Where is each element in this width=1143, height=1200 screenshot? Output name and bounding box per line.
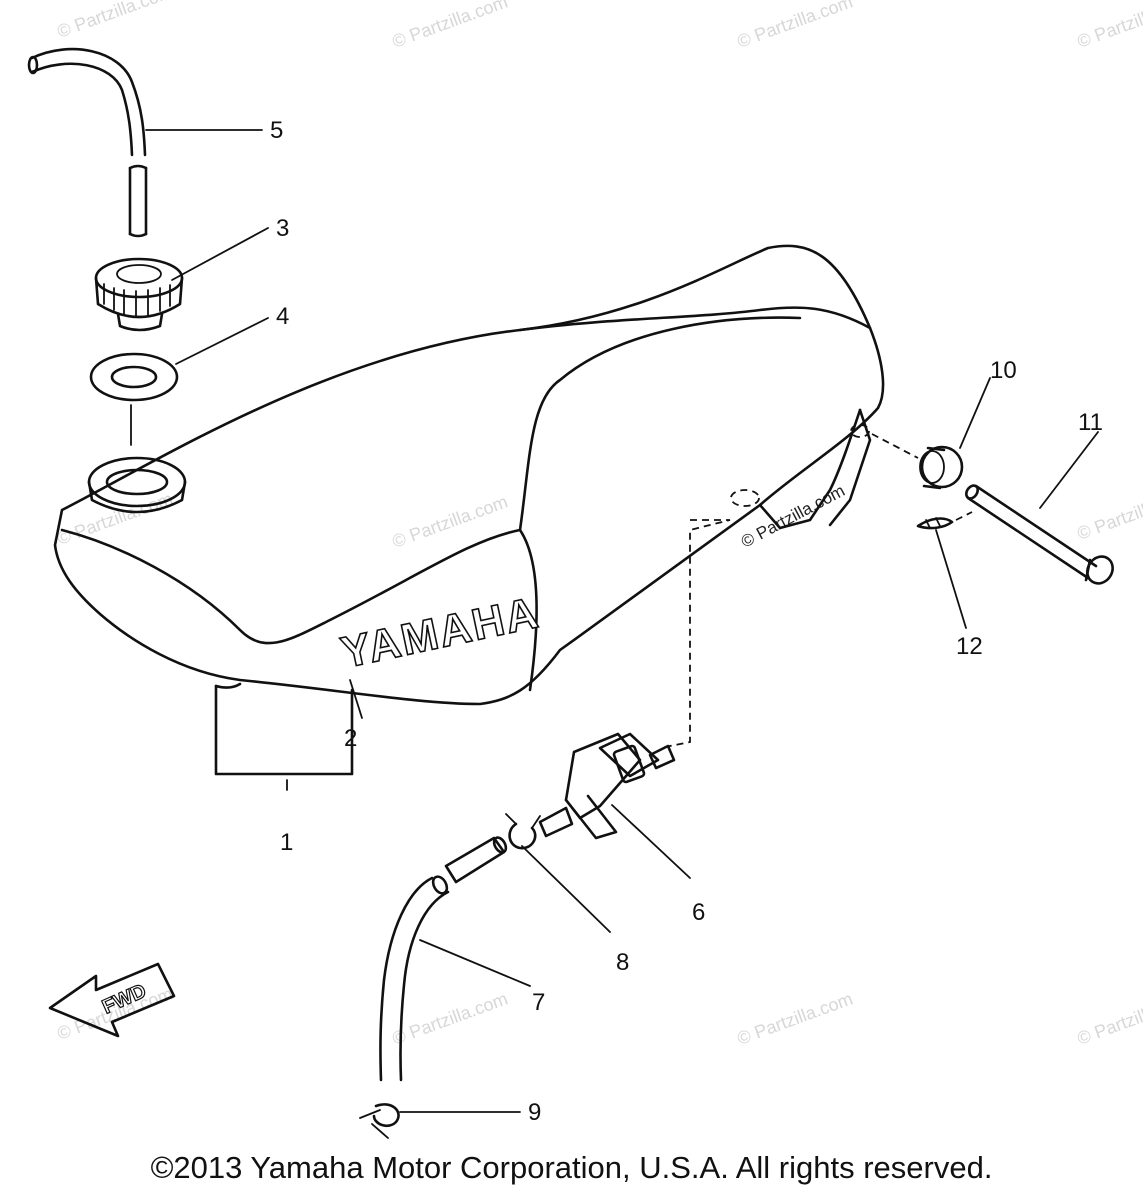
watermark: © Partzilla.com: [1075, 988, 1143, 1048]
callout-4: 4: [276, 303, 289, 330]
watermark: © Partzilla.com: [1075, 0, 1143, 52]
pin-assembly-line: [955, 511, 973, 521]
callout-2: 2: [344, 725, 357, 752]
copyright-notice: ©2013 Yamaha Motor Corporation, U.S.A. A…: [150, 1150, 993, 1185]
watermark: © Partzilla.com: [390, 988, 511, 1048]
callout-8: 8: [616, 949, 629, 976]
watermark: © Partzilla.com: [390, 0, 511, 52]
mounting-bolt: [964, 484, 1114, 585]
fuel-tank-cap: [94, 257, 184, 332]
watermark: © Partzilla.com: [735, 988, 856, 1048]
callout-12: 12: [956, 633, 983, 660]
watermark: © Partzilla.com: [55, 0, 176, 42]
watermark: © Partzilla.com: [735, 0, 856, 52]
petcock-assembly-line: [659, 519, 731, 749]
watermark: © Partzilla.com: [390, 491, 511, 551]
fuel-hose: [379, 836, 508, 1082]
callout-5: 5: [270, 117, 283, 144]
callout-3: 3: [276, 215, 289, 242]
watermark: © Partzilla.com: [1075, 483, 1143, 543]
fuel-cock: [538, 732, 676, 840]
damper: [919, 445, 964, 490]
callout-1: 1: [280, 829, 293, 856]
hose-clip: [505, 813, 541, 850]
damper-assembly-line: [871, 433, 919, 459]
callout-7: 7: [532, 989, 545, 1016]
watermark: © Partzilla.com: [55, 488, 176, 548]
watermark-layer: © Partzilla.com © Partzilla.com © Partzi…: [55, 0, 1143, 1049]
cotter-pin: [916, 517, 954, 530]
callout-10: 10: [990, 357, 1017, 384]
breather-hose: [27, 47, 148, 238]
callout-6: 6: [692, 899, 705, 926]
callout-11: 11: [1078, 409, 1103, 436]
petcock-mount-hole: [730, 489, 760, 507]
fuel-tank: [53, 244, 885, 776]
cap-gasket: [89, 352, 179, 402]
tank-mount-hole: [850, 424, 870, 438]
leader-lines: [145, 129, 1099, 1113]
hose-clip-lower: [359, 1103, 400, 1139]
callout-labels: 1 2 3 4 5 6 7 8 9 10 11 12: [270, 117, 1103, 1126]
callout-9: 9: [528, 1099, 541, 1126]
